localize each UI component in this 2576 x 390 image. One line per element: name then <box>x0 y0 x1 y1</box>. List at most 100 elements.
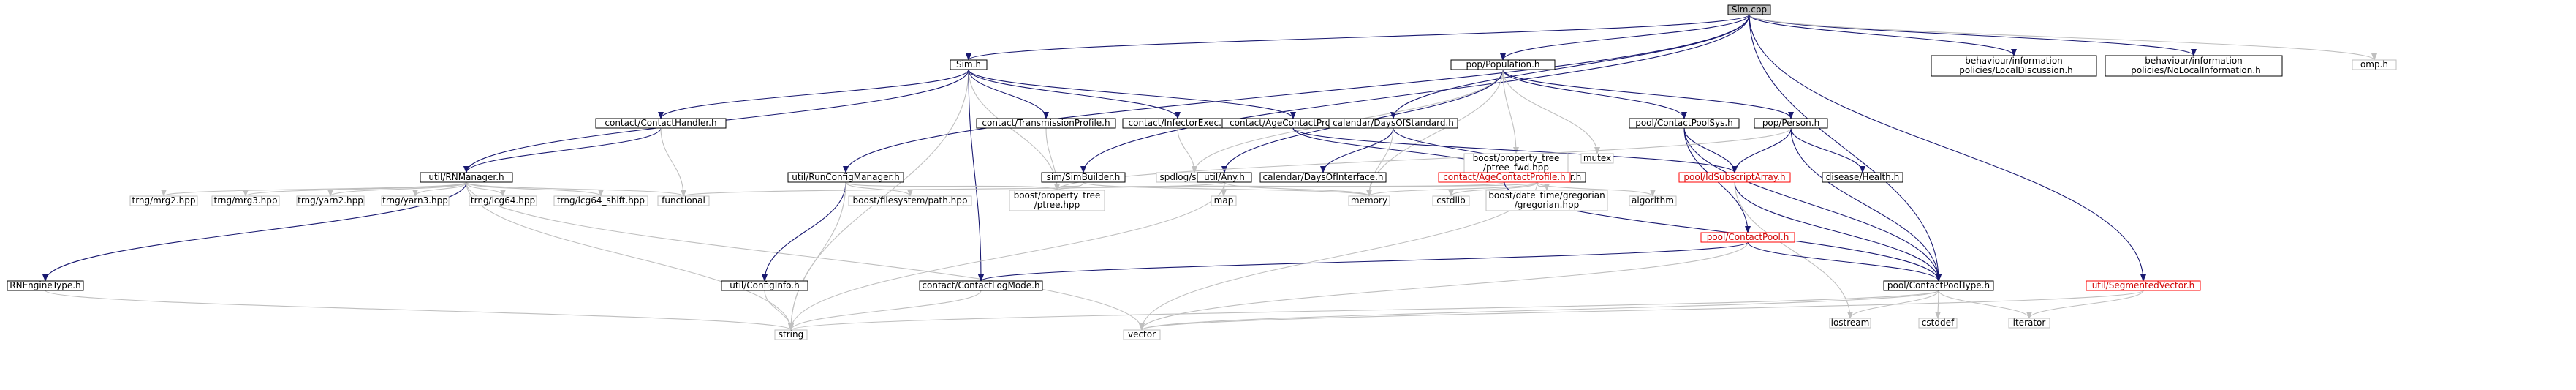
node-days-of-interface-h[interactable]: calendar/DaysOfInterface.h <box>1259 172 1387 183</box>
node-box <box>1629 118 1740 129</box>
edge-sim-h-to-contact-log-mode-h <box>968 69 984 282</box>
node-box <box>848 195 972 206</box>
node-label: sim/SimBuilder.h <box>1047 172 1121 182</box>
node-box <box>469 195 537 206</box>
node-label: mutex <box>1583 153 1611 163</box>
edge-rn-manager-h-to-vector <box>466 181 1145 331</box>
node-contact-pool-h[interactable]: pool/ContactPool.h <box>1700 232 1795 243</box>
node-sim-h[interactable]: Sim.h <box>950 59 988 70</box>
node-box <box>1829 318 1871 329</box>
node-box <box>2008 318 2050 329</box>
node-box <box>721 280 808 291</box>
node-label: pool/ContactPool.h <box>1707 232 1789 242</box>
edge-id-subscript-array-h-to-contact-pool-type-h <box>1734 181 1942 282</box>
edge-sim-h-to-age-contact-profiles-h <box>968 69 1296 119</box>
node-box <box>1211 195 1237 206</box>
node-contact-pool-sys-h[interactable]: pool/ContactPoolSys.h <box>1629 118 1740 129</box>
node-label: contact/AgeContactProfile.h <box>1443 172 1566 182</box>
node-cstddef: cstddef <box>1918 318 1958 329</box>
edge-contact-pool-type-h-to-iterator <box>1938 290 2032 319</box>
node-label: trng/mrg3.hpp <box>213 195 277 206</box>
edge-any-h-to-functional <box>681 181 1225 197</box>
node-box <box>553 195 648 206</box>
node-label: boost/property_tree/ptree.hpp <box>1014 190 1101 210</box>
node-box <box>1485 190 1608 211</box>
edge-rn-manager-h-to-lcg64-shift <box>466 181 604 197</box>
edge-contact-handler-h-to-functional <box>660 127 686 197</box>
edge-contact-pool-sys-h-to-id-subscript-array-h <box>1683 127 1738 173</box>
edge-sim-cpp-to-no-local-info-h <box>1749 14 2197 56</box>
edge-rn-manager-h-to-yarn2 <box>327 181 467 197</box>
node-days-of-standard-h[interactable]: calendar/DaysOfStandard.h <box>1328 118 1458 129</box>
edge-days-of-standard-h-to-days-of-interface-h <box>1320 127 1394 173</box>
node-contact-handler-h[interactable]: contact/ContactHandler.h <box>595 118 727 129</box>
node-label: pop/Population.h <box>1466 59 1539 70</box>
node-box <box>1918 318 1958 329</box>
node-contact-log-mode-h[interactable]: contact/ContactLogMode.h <box>919 280 1043 291</box>
node-box <box>1432 195 1470 206</box>
node-yarn2: trng/yarn2.hpp <box>296 195 365 206</box>
node-segmented-vector-h[interactable]: util/SegmentedVector.h <box>2086 280 2201 291</box>
node-box <box>381 195 450 206</box>
node-infector-exec-h[interactable]: contact/InfectorExec.h <box>1122 118 1233 129</box>
node-box <box>919 280 1043 291</box>
node-box <box>211 195 280 206</box>
node-rn-manager-h[interactable]: util/RNManager.h <box>420 172 513 183</box>
node-memory: memory <box>1348 195 1390 206</box>
node-run-config-manager-h[interactable]: util/RunConfigManager.h <box>787 172 904 183</box>
node-label: string <box>779 329 803 340</box>
edge-run-config-manager-h-to-ptree-hpp <box>845 181 1060 191</box>
edge-population-h-to-ptree-fwd-hpp <box>1502 69 1519 154</box>
node-rn-engine-type-h[interactable]: RNEngineType.h <box>7 280 84 291</box>
node-iostream: iostream <box>1829 318 1871 329</box>
edge-contact-pool-type-h-to-vector <box>1139 290 1939 331</box>
node-label: trng/yarn3.hpp <box>382 195 448 206</box>
edge-population-h-to-person-h <box>1502 69 1794 119</box>
node-ptree-hpp: boost/property_tree/ptree.hpp <box>1009 190 1105 211</box>
node-label: contact/ContactHandler.h <box>605 118 716 128</box>
node-label: behaviour/information_policies/LocalDisc… <box>1954 56 2073 75</box>
node-label: util/RunConfigManager.h <box>792 172 899 182</box>
node-any-h[interactable]: util/Any.h <box>1197 172 1252 183</box>
node-iterator: iterator <box>2008 318 2050 329</box>
node-sim-cpp[interactable]: Sim.cpp <box>1727 4 1771 15</box>
node-label: boost/property_tree/ptree_fwd.hpp <box>1473 153 1560 173</box>
node-lcg64: trng/lcg64.hpp <box>469 195 537 206</box>
edge-contact-handler-h-to-rn-manager-h <box>463 127 662 173</box>
node-label: contact/ContactLogMode.h <box>922 280 1039 290</box>
node-label: contact/InfectorExec.h <box>1129 118 1227 128</box>
node-transmission-profile-h[interactable]: contact/TransmissionProfile.h <box>976 118 1116 129</box>
edge-sim-cpp-to-contact-pool-type-h <box>1749 14 1942 282</box>
node-disease-health-h[interactable]: disease/Health.h <box>1822 172 1903 183</box>
node-box <box>1754 118 1828 129</box>
edge-population-h-to-contact-pool-sys-h <box>1502 69 1687 119</box>
node-gregorian-hpp: boost/date_time/gregorian/gregorian.hpp <box>1485 190 1608 211</box>
node-age-contact-profile-h[interactable]: contact/AgeContactProfile.h <box>1438 172 1571 183</box>
node-box <box>1348 195 1390 206</box>
edge-run-config-manager-h-to-string <box>788 181 846 331</box>
node-box <box>2352 59 2397 70</box>
edge-segmented-vector-h-to-iterator <box>2026 290 2144 319</box>
edge-id-subscript-array-h-to-iostream <box>1734 181 1853 319</box>
node-sim-builder-h[interactable]: sim/SimBuilder.h <box>1041 172 1126 183</box>
edge-rn-manager-h-to-yarn3 <box>412 181 467 197</box>
node-no-local-info-h[interactable]: behaviour/information_policies/NoLocalIn… <box>2105 55 2283 77</box>
edge-person-h-to-contact-pool-type-h <box>1790 127 1942 282</box>
node-lcg64-shift: trng/lcg64_shift.hpp <box>553 195 648 206</box>
node-box <box>976 118 1116 129</box>
node-config-info-h[interactable]: util/ConfigInfo.h <box>721 280 808 291</box>
node-contact-pool-type-h[interactable]: pool/ContactPoolType.h <box>1883 280 1994 291</box>
node-id-subscript-array-h[interactable]: pool/IdSubscriptArray.h <box>1678 172 1791 183</box>
node-box <box>1580 153 1614 164</box>
node-map: map <box>1211 195 1237 206</box>
node-algorithm: algorithm <box>1629 195 1677 206</box>
node-population-h[interactable]: pop/Population.h <box>1450 59 1556 70</box>
node-person-h[interactable]: pop/Person.h <box>1754 118 1828 129</box>
edge-contact-pool-sys-h-to-contact-pool-type-h <box>1683 127 1942 282</box>
node-box <box>2086 280 2201 291</box>
edge-person-h-to-disease-health-h <box>1790 127 1865 173</box>
node-box <box>420 172 513 183</box>
node-string: string <box>774 329 808 340</box>
node-local-discussion-h[interactable]: behaviour/information_policies/LocalDisc… <box>1931 55 2097 77</box>
